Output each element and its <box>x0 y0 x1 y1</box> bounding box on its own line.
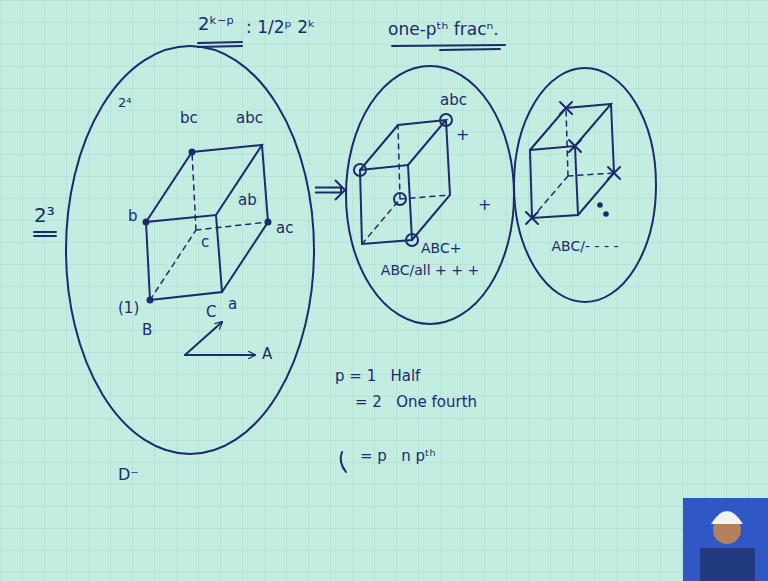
vertex-label: c <box>201 234 209 251</box>
arrow-head <box>335 180 345 200</box>
formula-label: 2³ <box>34 204 55 227</box>
half-fraction-circle: ABC/- - - - <box>513 67 657 303</box>
sign-label: + <box>478 196 491 214</box>
note-line: p = 1 Half <box>335 368 420 385</box>
note-line: = p n pᵗʰ <box>360 448 435 465</box>
vertex-label: abc <box>440 92 467 109</box>
effect-label: ABC+ <box>421 240 461 256</box>
axis-label: B <box>142 322 152 339</box>
ellipse-outline <box>514 68 656 302</box>
ellipse-outline <box>65 45 315 455</box>
note-label: D⁻ <box>118 466 139 484</box>
full-factorial-circle: bc abc b ab ac c (1) aB C A <box>65 45 315 455</box>
axis-label: C <box>206 304 216 321</box>
formula-label: 2ᵏ⁻ᵖ <box>198 14 234 35</box>
ellipse-outline <box>513 67 657 303</box>
vertex-label: bc <box>180 110 198 127</box>
video-inset <box>683 498 768 581</box>
formula-label: : 1/2ᵖ 2ᵏ <box>246 18 315 38</box>
ellipse-outline <box>66 46 314 454</box>
underlines <box>34 42 505 472</box>
sign-label: + <box>456 126 469 144</box>
half-fraction-circle: abc + ABC+ ABC/all + + + <box>345 65 515 325</box>
arrow-shaft <box>315 187 342 194</box>
axis-label: A <box>262 346 272 363</box>
arrow-shaft-gap <box>314 189 340 192</box>
cube-full <box>144 145 271 355</box>
generator-label: ABC/all + + + <box>381 262 479 278</box>
vertex-label: abc <box>236 110 263 127</box>
ellipse-outline <box>346 66 514 324</box>
vertex-label: (1) <box>118 300 139 317</box>
vertex-label: ac <box>276 220 293 237</box>
cube-half-minus <box>526 102 620 224</box>
ellipse-outline <box>345 65 515 325</box>
vertex-label: a <box>228 296 237 313</box>
generator-label: ABC/- - - - <box>552 238 619 254</box>
cube-half-plus <box>354 114 452 246</box>
note-line: = 2 One fourth <box>355 394 477 411</box>
implies-arrow <box>314 180 345 200</box>
vertex-label: b <box>128 208 138 225</box>
heading-note: one-pᵗʰ fracⁿ. <box>388 20 499 40</box>
formula-label: 2⁴ <box>118 96 131 111</box>
vertex-label: ab <box>238 192 257 209</box>
